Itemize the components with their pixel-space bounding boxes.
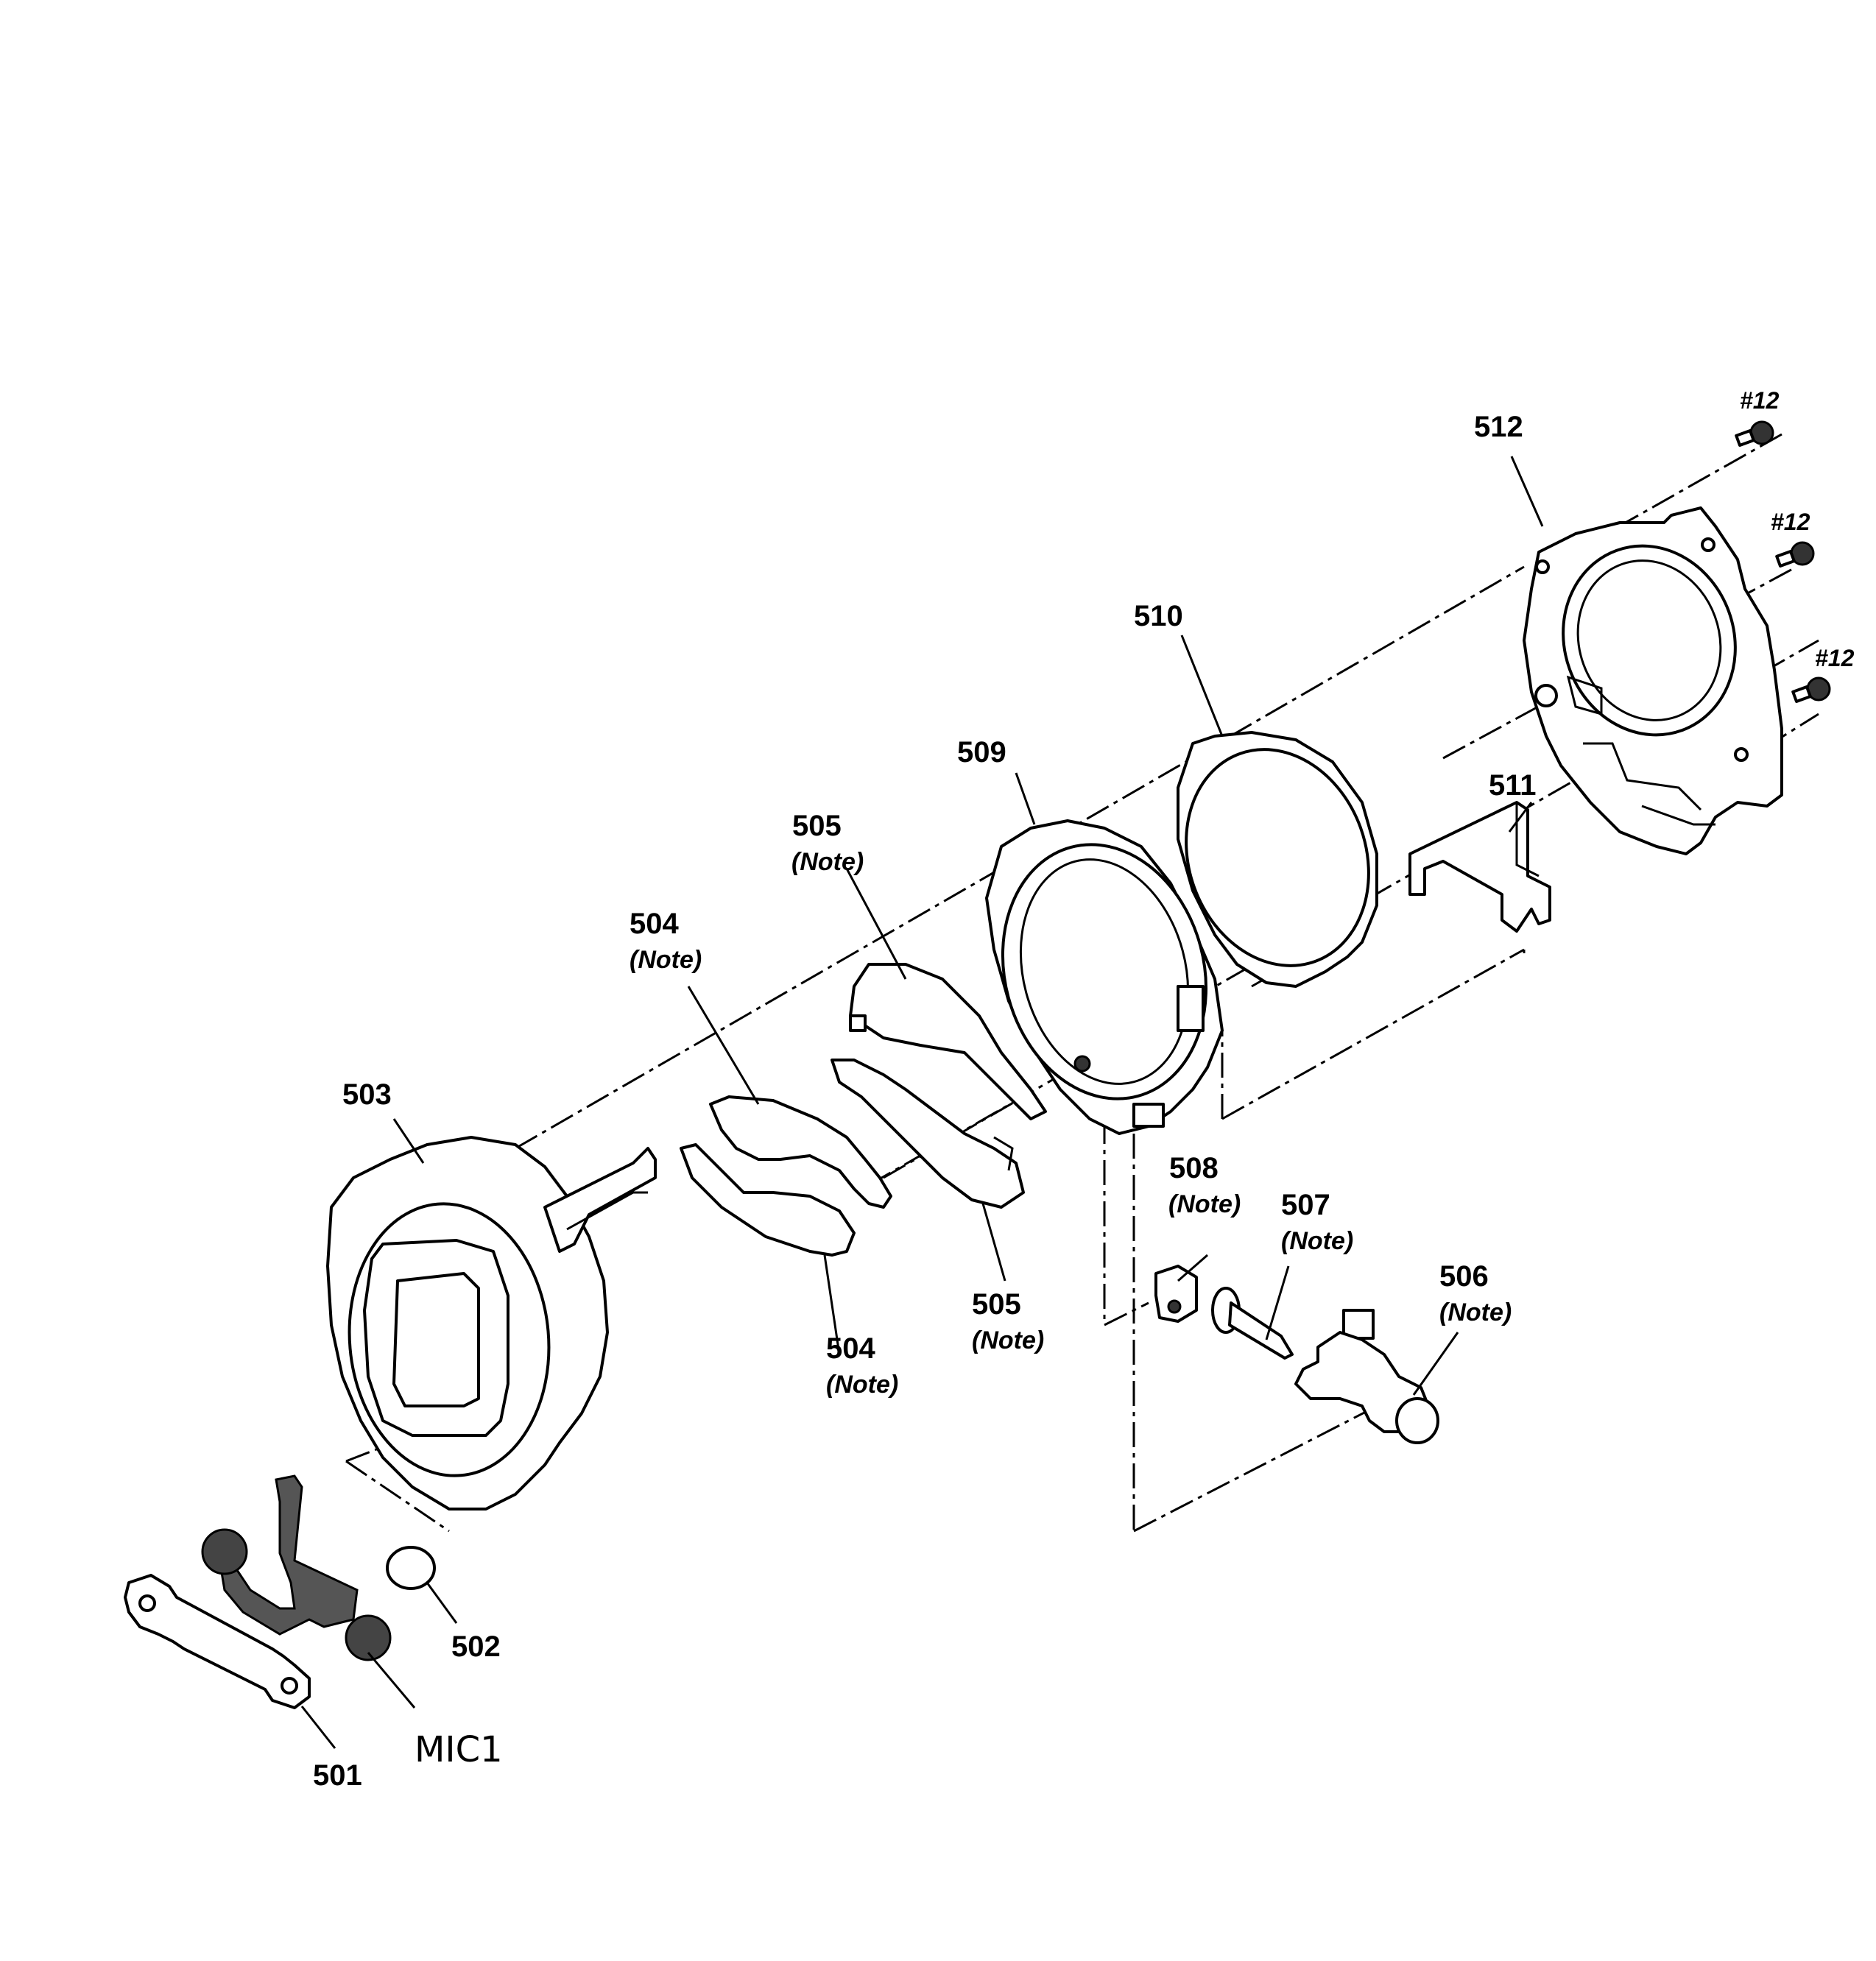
note-505-a: (Note) <box>791 848 864 876</box>
label-screw-3: #12 <box>1815 645 1855 671</box>
label-505-a: 505 <box>792 810 842 842</box>
label-504-b: 504 <box>826 1332 875 1365</box>
part-mic1-microphone <box>201 1474 392 1661</box>
label-508: 508 <box>1169 1152 1219 1184</box>
part-509-holder <box>985 819 1224 1135</box>
label-507: 507 <box>1281 1189 1330 1221</box>
label-512: 512 <box>1474 411 1523 443</box>
part-505-blade-b <box>831 1059 1025 1209</box>
label-503: 503 <box>342 1078 392 1111</box>
note-506: (Note) <box>1439 1298 1512 1326</box>
label-509: 509 <box>957 736 1006 768</box>
part-labels: 512 510 511 509 505 (Note) 504 (Note) 50… <box>313 387 1855 1792</box>
label-504-a: 504 <box>630 908 679 940</box>
part-505-blade-a <box>849 963 1047 1120</box>
note-508: (Note) <box>1168 1190 1241 1218</box>
part-510-ring <box>1177 731 1378 988</box>
part-507-shaft <box>1211 1287 1294 1360</box>
note-507: (Note) <box>1281 1227 1353 1255</box>
screw-2 <box>1775 541 1815 568</box>
label-screw-2: #12 <box>1771 509 1810 535</box>
part-512-frame <box>1523 506 1783 855</box>
part-511-bracket <box>1408 801 1551 933</box>
part-504-blade-b <box>680 1143 856 1257</box>
label-501: 501 <box>313 1759 362 1792</box>
part-508 <box>1154 1265 1198 1323</box>
screw-3 <box>1791 676 1831 703</box>
label-502: 502 <box>451 1630 501 1663</box>
part-504-blade-a <box>709 1095 892 1209</box>
label-510: 510 <box>1134 600 1183 632</box>
part-502-ring <box>386 1546 436 1590</box>
label-511: 511 <box>1489 769 1537 802</box>
note-504-a: (Note) <box>630 946 702 974</box>
part-503-barrel <box>326 1136 657 1510</box>
label-506: 506 <box>1439 1260 1489 1293</box>
leader-lines <box>300 456 1544 1749</box>
label-mic1: MIC1 <box>415 1729 503 1770</box>
label-505-b: 505 <box>972 1288 1021 1321</box>
part-501-holder <box>124 1574 311 1709</box>
note-504-b: (Note) <box>826 1371 898 1399</box>
label-screw-1: #12 <box>1740 387 1780 414</box>
screw-1 <box>1735 420 1774 447</box>
part-506-actuator <box>1294 1309 1439 1444</box>
note-505-b: (Note) <box>972 1326 1044 1354</box>
